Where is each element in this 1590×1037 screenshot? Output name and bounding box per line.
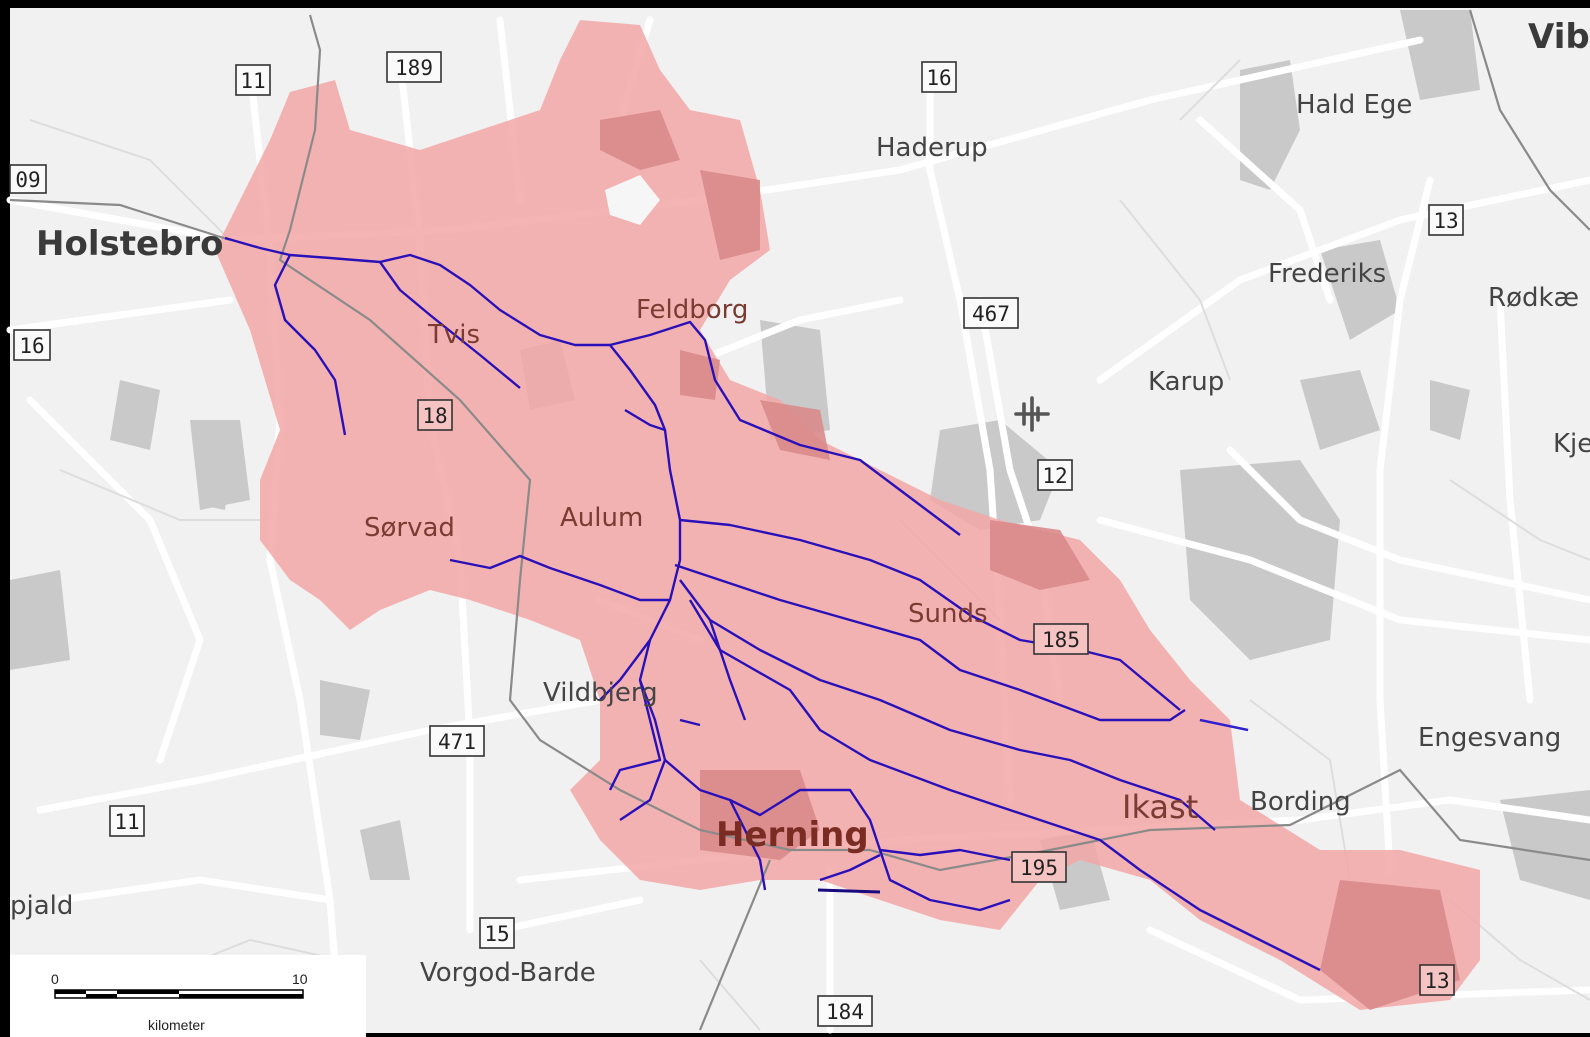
svg-text:11: 11: [240, 69, 265, 93]
road-shield-18: 18: [417, 399, 453, 431]
town-label-hald-ege: Hald Ege: [1296, 90, 1412, 120]
scale-max-label: 10: [292, 971, 308, 987]
svg-text:15: 15: [484, 922, 509, 946]
river-segment-east: [1199, 718, 1249, 732]
town-label-sorvad: Sørvad: [364, 513, 455, 543]
river-network: [224, 236, 1321, 972]
road-shield-471: 471: [429, 725, 485, 757]
svg-text:184: 184: [826, 1000, 864, 1024]
town-label-vorgod-barde: Vorgod-Barde: [420, 958, 596, 988]
road-shield-185: 185: [1033, 623, 1089, 655]
road-shield-184: 184: [817, 995, 873, 1027]
town-label-herning: Herning: [716, 815, 869, 855]
svg-text:185: 185: [1042, 628, 1080, 652]
town-label-vildbjerg: Vildbjerg: [543, 678, 658, 708]
town-label-aulum: Aulum: [560, 503, 643, 533]
svg-text:13: 13: [1433, 209, 1458, 233]
road-shield-11-south: 11: [109, 805, 145, 837]
road-shield-189: 189: [386, 51, 442, 83]
catchment-area: [215, 20, 1480, 1010]
town-label-feldborg: Feldborg: [636, 295, 748, 325]
town-label-ikast: Ikast: [1122, 788, 1198, 826]
svg-text:195: 195: [1020, 856, 1058, 880]
road-shield-195: 195: [1011, 851, 1067, 883]
svg-text:18: 18: [422, 404, 447, 428]
road-shield-09: 09: [9, 164, 47, 194]
town-label-vib: Vib: [1528, 17, 1590, 57]
road-shield-16: 16: [921, 61, 957, 93]
town-label-rodkae: Rødkæ: [1488, 283, 1579, 313]
town-label-karup: Karup: [1148, 367, 1224, 397]
airport-plane-icon: [1014, 396, 1050, 432]
svg-text:471: 471: [438, 730, 476, 754]
road-shield-13-south: 13: [1419, 964, 1455, 996]
town-label-holstebro: Holstebro: [36, 224, 223, 264]
svg-text:12: 12: [1042, 464, 1067, 488]
svg-text:16: 16: [19, 334, 44, 358]
scale-min-label: 0: [51, 971, 59, 987]
scale-unit-label: kilometer: [148, 1017, 205, 1033]
road-shield-11: 11: [235, 64, 271, 96]
road-shield-13-north: 13: [1428, 204, 1464, 236]
svg-text:13: 13: [1424, 969, 1449, 993]
catchment-hole: [605, 175, 660, 225]
svg-text:09: 09: [15, 168, 40, 192]
town-label-haderup: Haderup: [876, 133, 988, 163]
town-label-sunds: Sunds: [908, 599, 988, 629]
river-segment-dark: [817, 888, 881, 894]
road-shield-15: 15: [479, 917, 515, 949]
town-label-frederiks: Frederiks: [1268, 259, 1386, 289]
road-shield-16-west: 16: [13, 329, 51, 361]
town-label-engesvang: Engesvang: [1418, 723, 1561, 753]
svg-text:189: 189: [395, 56, 433, 80]
svg-text:16: 16: [926, 66, 951, 90]
road-shield-12: 12: [1037, 459, 1073, 491]
svg-text:11: 11: [114, 810, 139, 834]
town-label-bording: Bording: [1250, 787, 1351, 817]
town-label-tvis: Tvis: [427, 320, 480, 350]
town-label-pjald: pjald: [10, 891, 73, 921]
svg-text:467: 467: [972, 302, 1010, 326]
railway-lines: [9, 9, 1590, 1031]
scale-bar: 0 10 kilometer: [10, 955, 366, 1037]
town-label-kje: Kje: [1553, 429, 1590, 459]
road-shield-467: 467: [963, 297, 1019, 329]
